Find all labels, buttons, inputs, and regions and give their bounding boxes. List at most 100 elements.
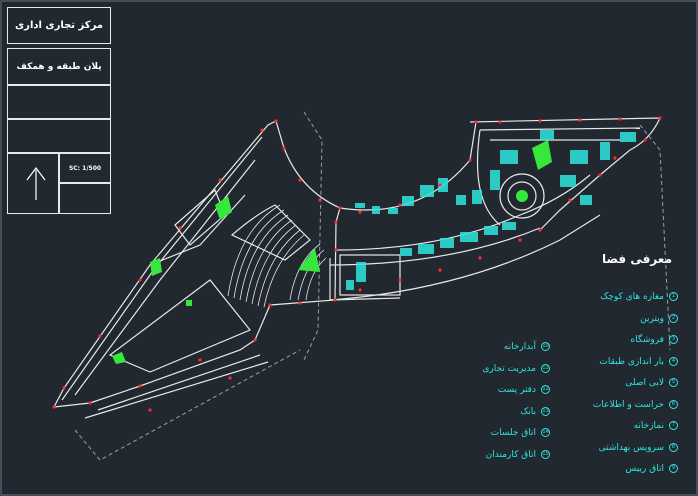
legend-heading: معرفی فضا bbox=[601, 252, 672, 266]
dimension-point bbox=[518, 238, 522, 242]
legend-right-item-number: 4 bbox=[669, 356, 678, 366]
dimension-point bbox=[138, 278, 142, 282]
dimension-point bbox=[228, 376, 232, 380]
legend-right-item-number: 5 bbox=[669, 378, 678, 387]
legend-right-item-label: ویترین bbox=[640, 313, 664, 324]
legend-right-item: 9 اتاق رییس bbox=[625, 464, 678, 474]
legend-left-item: 10آبدارخانه bbox=[504, 342, 550, 352]
legend-right-item: 8 سرویس بهداشتی bbox=[598, 442, 678, 453]
legend-right-item-label: حراست و اطلاعات bbox=[592, 399, 664, 410]
title-block-empty-cell-3 bbox=[59, 183, 111, 214]
dimension-point bbox=[148, 408, 152, 412]
dimension-point bbox=[282, 146, 286, 150]
legend-left-item: 13 بانک bbox=[520, 406, 550, 417]
legend-right-item-number: 8 bbox=[669, 442, 678, 452]
dimension-point bbox=[333, 298, 337, 302]
dimension-point bbox=[478, 256, 482, 260]
legend-right-item: 3فروشگاه bbox=[630, 335, 678, 345]
title-block-project-title: مرکز تجاری اداری bbox=[7, 7, 111, 44]
title-block-north-cell bbox=[7, 153, 59, 214]
dimension-point bbox=[398, 203, 402, 207]
dimension-point bbox=[298, 301, 302, 305]
legend-right-item-label: سرویس بهداشتی bbox=[598, 442, 664, 453]
dimension-point bbox=[613, 156, 617, 160]
dimension-point bbox=[568, 198, 572, 202]
furniture bbox=[346, 130, 636, 290]
dimension-point bbox=[538, 228, 542, 232]
dimension-point bbox=[98, 334, 102, 338]
legend-left-item-number: 11 bbox=[541, 363, 550, 373]
legend-left-item-number: 12 bbox=[541, 385, 550, 394]
dimension-point bbox=[578, 118, 582, 122]
legend-left-item-label: بانک bbox=[520, 406, 536, 417]
legend-right-item: 6 حراست و اطلاعات bbox=[592, 399, 678, 410]
legend-left-item: 15 اتاق کارمندان bbox=[485, 449, 550, 460]
legend-right-item-number: 3 bbox=[669, 335, 678, 344]
legend-right-item-label: مغازه های کوچک bbox=[600, 292, 664, 302]
legend-left-item-number: 15 bbox=[541, 449, 550, 459]
dimension-point bbox=[643, 138, 647, 142]
dimension-point bbox=[498, 120, 502, 124]
legend-left-item-label: اتاق کارمندان bbox=[485, 449, 536, 460]
legend-left-item-label: اتاق جلسات bbox=[490, 428, 536, 438]
legend-left-item: 14 اتاق جلسات bbox=[491, 428, 550, 438]
dimension-point bbox=[198, 358, 202, 362]
dimension-point bbox=[438, 268, 442, 272]
dimension-point bbox=[218, 178, 222, 182]
dimension-point bbox=[260, 128, 264, 132]
legend-right-item: 5 لابی اصلی bbox=[625, 378, 678, 388]
dimension-point bbox=[474, 120, 478, 124]
title-block: مرکز تجاری اداری پلان طبقه و همکف SC: 1/… bbox=[7, 7, 111, 214]
dimension-point bbox=[398, 278, 402, 282]
dimension-point bbox=[298, 178, 302, 182]
dimension-points bbox=[52, 116, 662, 412]
legend-right-item: 1 مغازه های کوچک bbox=[600, 292, 678, 302]
dimension-point bbox=[318, 198, 322, 202]
dimension-point bbox=[88, 401, 92, 405]
north-arrow bbox=[26, 167, 46, 200]
legend-right-item-number: 6 bbox=[669, 399, 678, 409]
dimension-point bbox=[618, 117, 622, 121]
legend-left-item-label: دفتر پست bbox=[497, 385, 536, 395]
legend-right-item-label: بار اندازی طبقات bbox=[599, 356, 664, 367]
legend-left-item-number: 13 bbox=[541, 406, 550, 416]
dimension-point bbox=[268, 303, 272, 307]
greenery bbox=[112, 140, 552, 364]
legend-right-item: 7 نمازخانه bbox=[634, 421, 678, 431]
dimension-point bbox=[358, 210, 362, 214]
legend-right-item-number: 7 bbox=[669, 421, 678, 430]
title-block-sheet-title: پلان طبقه و همکف bbox=[7, 48, 111, 85]
dimension-point bbox=[468, 158, 472, 162]
legend-right-item-label: نمازخانه bbox=[633, 421, 664, 431]
dimension-point bbox=[253, 338, 257, 342]
site-boundary bbox=[74, 111, 671, 461]
legend-left-item: 11 مدیریت تجاری bbox=[482, 363, 550, 374]
legend-left-item-number: 10 bbox=[541, 342, 550, 351]
legend-right-item-number: 2 bbox=[669, 313, 678, 323]
dimension-point bbox=[358, 288, 362, 292]
left-wing-ramps bbox=[227, 204, 327, 308]
legend-right-item-number: 1 bbox=[669, 292, 678, 301]
legend-left-item: 12 دفتر پست bbox=[498, 385, 550, 395]
dimension-point bbox=[338, 206, 342, 210]
dimension-point bbox=[52, 405, 56, 409]
dimension-point bbox=[274, 119, 278, 123]
right-wing bbox=[469, 117, 661, 231]
legend-right-item-label: اتاق رییس bbox=[625, 464, 664, 474]
legend-right-item-label: لابی اصلی bbox=[625, 378, 664, 388]
dimension-point bbox=[62, 386, 66, 390]
title-block-empty-cell-1 bbox=[7, 85, 111, 119]
legend-left-item-number: 14 bbox=[541, 428, 550, 437]
dimension-point bbox=[658, 116, 662, 120]
dimension-point bbox=[334, 248, 338, 252]
legend-right-item-number: 9 bbox=[669, 464, 678, 473]
legend-right-item: 4 بار اندازی طبقات bbox=[599, 356, 678, 367]
legend-left-item-label: مدیریت تجاری bbox=[482, 363, 536, 374]
dimension-point bbox=[538, 119, 542, 123]
dimension-point bbox=[334, 220, 338, 224]
title-block-scale: SC: 1/500 bbox=[59, 153, 111, 183]
dimension-point bbox=[138, 384, 142, 388]
title-block-empty-cell-2 bbox=[7, 119, 111, 153]
